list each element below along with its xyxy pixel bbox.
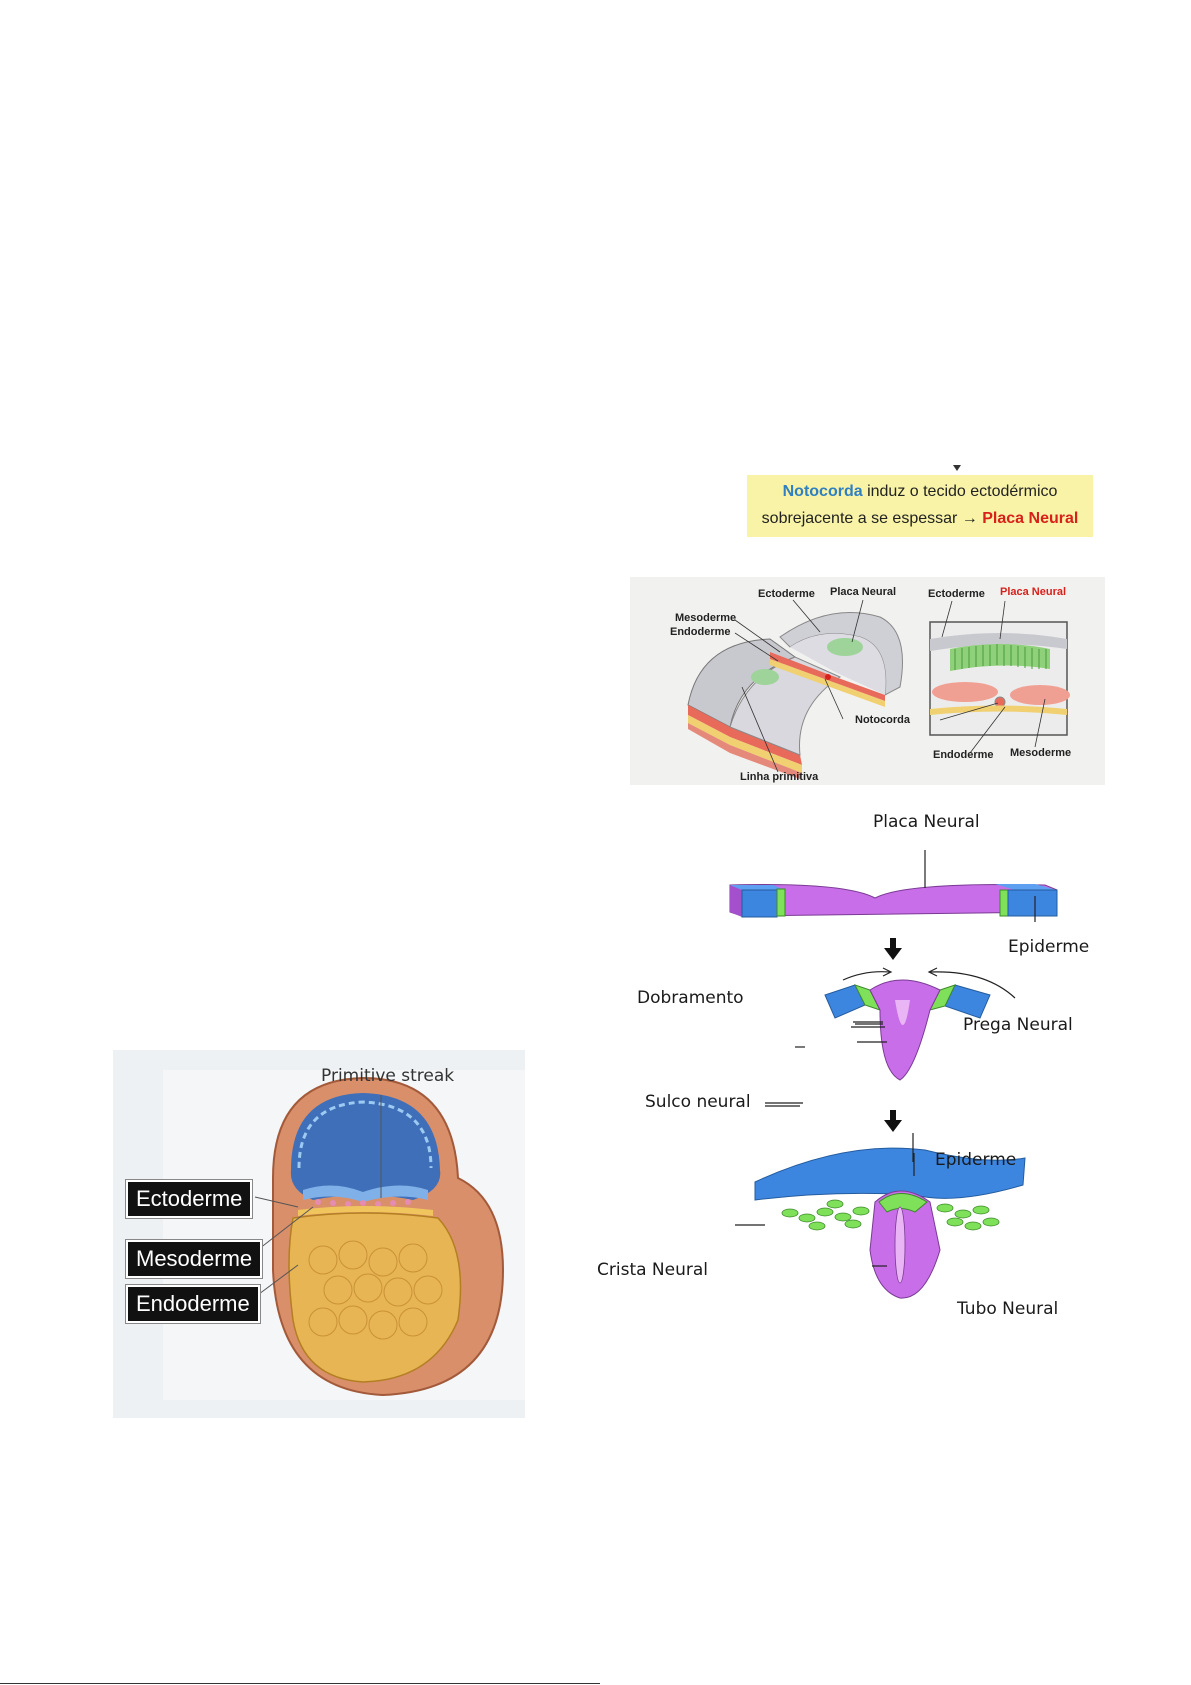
caption-line-2: sobrejacente a se espessar → Placa Neura… (747, 510, 1093, 528)
page-footer-rule (0, 1683, 600, 1684)
label-ectoderme-right: Ectoderme (928, 588, 985, 600)
neurulation-panel: Placa Neural Epiderme Dobramento Prega N… (625, 820, 1105, 1400)
label-crista-neural: Crista Neural (597, 1260, 708, 1280)
down-arrow-2 (884, 1110, 902, 1132)
caption-arrow: → (962, 510, 978, 527)
arrow-tip-icon (953, 465, 961, 471)
label-mesoderme: Mesoderme (126, 1240, 262, 1278)
label-prega-neural: Prega Neural (963, 1015, 1073, 1035)
label-placa-neural: Placa Neural (873, 812, 980, 832)
label-dobramento: Dobramento (637, 988, 744, 1008)
label-endoderme-left: Endoderme (670, 626, 731, 638)
germ-layers-panel: Primitive streak Ectoderme Mesoderme End… (113, 1050, 525, 1418)
label-mesoderme-right: Mesoderme (1010, 747, 1071, 759)
label-placa-neural-left: Placa Neural (830, 586, 896, 598)
notochord-panel: Notocorda induz o tecido ectodérmico sob… (630, 465, 1105, 785)
label-endoderme: Endoderme (126, 1285, 260, 1323)
caption-line-1: Notocorda induz o tecido ectodérmico (747, 483, 1093, 501)
caption-placa-neural: Placa Neural (982, 510, 1078, 527)
label-epiderme-bottom: Epiderme (935, 1150, 1016, 1170)
caption-line2-start: sobrejacente a se espessar (762, 510, 958, 527)
embryo-section-drawing (113, 1050, 525, 1418)
label-notocorda: Notocorda (855, 714, 910, 726)
embryo-illustration: Ectoderme Placa Neural Mesoderme Endoder… (630, 577, 1105, 785)
label-primitive-streak: Primitive streak (321, 1066, 454, 1086)
label-ectoderme: Ectoderme (126, 1180, 252, 1218)
down-arrow-1 (884, 938, 902, 960)
caption-box: Notocorda induz o tecido ectodérmico sob… (747, 475, 1093, 537)
label-tubo-neural: Tubo Neural (957, 1299, 1058, 1319)
label-endoderme-right: Endoderme (933, 749, 994, 761)
label-placa-neural-right: Placa Neural (1000, 586, 1066, 598)
caption-notocorda: Notocorda (783, 483, 863, 500)
label-mesoderme-left: Mesoderme (675, 612, 736, 624)
stage-neural-plate (730, 884, 1057, 917)
caption-line1-rest: induz o tecido ectodérmico (867, 483, 1057, 500)
label-sulco-neural: Sulco neural (645, 1092, 751, 1112)
label-ectoderme-left: Ectoderme (758, 588, 815, 600)
label-linha-primitiva: Linha primitiva (740, 771, 818, 783)
label-epiderme-top: Epiderme (1008, 937, 1089, 957)
